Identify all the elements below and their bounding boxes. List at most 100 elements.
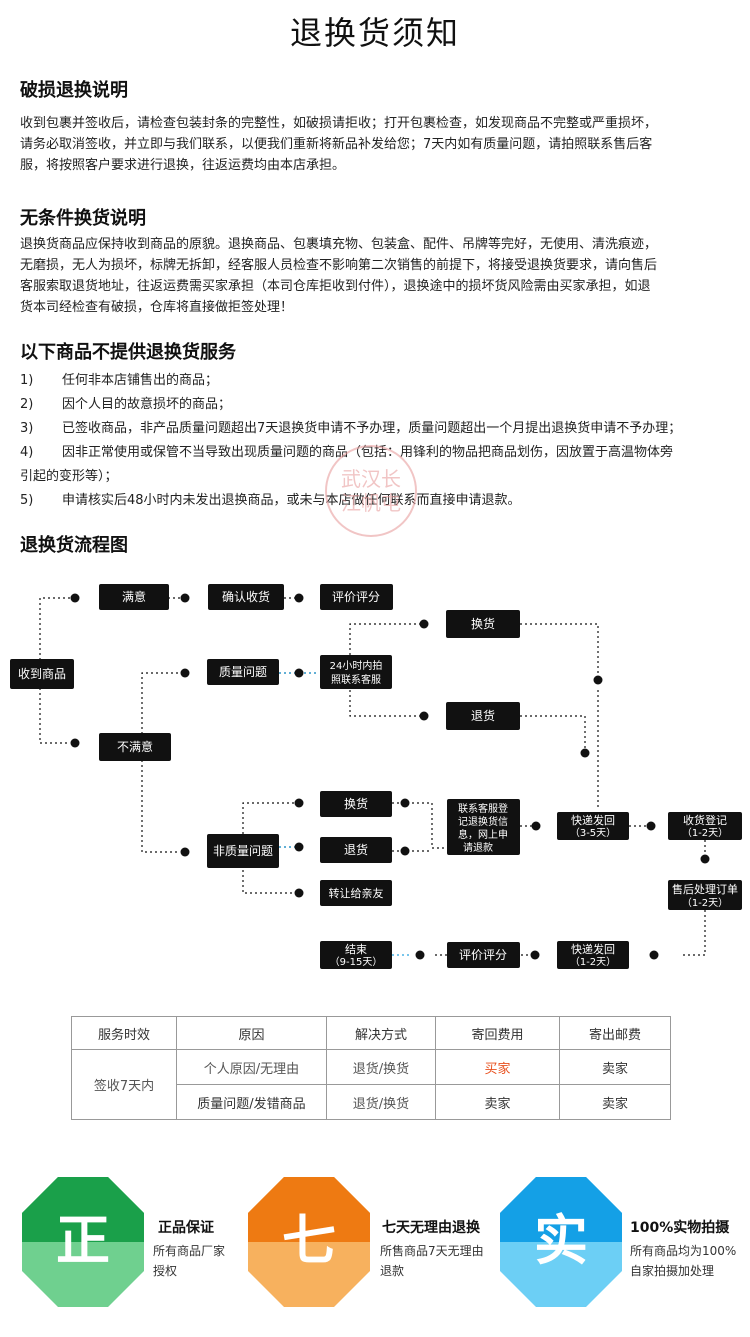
table-cell-period: 签收7天内 bbox=[71, 1049, 177, 1120]
flow-arrow-dot bbox=[580, 748, 590, 758]
section-heading-unconditional: 无条件换货说明 bbox=[20, 208, 146, 229]
flow-arrow-dot bbox=[700, 854, 710, 864]
badge-real-photo-icon: 实 bbox=[500, 1177, 622, 1307]
flow-box-received bbox=[10, 659, 74, 689]
flow-label: 换货 bbox=[344, 796, 368, 811]
flow-arrow-dot bbox=[530, 950, 540, 960]
table-cell: 退货/换货 bbox=[326, 1084, 436, 1120]
table-header: 服务时效 bbox=[71, 1016, 177, 1050]
flow-label: 结束 bbox=[345, 943, 367, 956]
table-cell: 质量问题/发错商品 bbox=[176, 1084, 327, 1120]
table-row: 签收7天内 个人原因/无理由 退货/换货 买家 卖家 bbox=[71, 1049, 671, 1120]
flow-box-contact24 bbox=[320, 655, 392, 689]
badge-genuine-icon: 正 bbox=[22, 1177, 144, 1307]
flow-label: （9-15天） bbox=[330, 956, 383, 968]
flow-arrow-dot bbox=[294, 888, 304, 898]
flow-arrow-dot bbox=[294, 842, 304, 852]
flow-label: 确认收货 bbox=[222, 589, 270, 604]
svg-text:正: 正 bbox=[56, 1209, 110, 1272]
flow-arrow-dot bbox=[180, 593, 190, 603]
table-cell: 个人原因/无理由 bbox=[176, 1049, 327, 1085]
text-line: 货本司经检查有破损，仓库将直接做拒签处理！ bbox=[20, 300, 294, 315]
table-cell-highlight: 买家 bbox=[435, 1049, 560, 1085]
svg-text:实: 实 bbox=[534, 1209, 588, 1272]
flow-arrow-dot bbox=[419, 619, 429, 629]
flow-arrow-dot bbox=[294, 593, 304, 603]
flow-label: 质量问题 bbox=[219, 665, 267, 679]
flow-label: 退货 bbox=[471, 708, 495, 723]
flow-box-exchange1 bbox=[446, 610, 520, 638]
table-header-row: 服务时效 原因 解决方式 寄回费用 寄出邮费 bbox=[71, 1016, 671, 1050]
table-cell: 退货/换货 bbox=[326, 1049, 436, 1085]
flow-arrow-dot bbox=[531, 821, 541, 831]
flow-label: 评价评分 bbox=[332, 590, 380, 604]
flow-arrow-dot bbox=[180, 847, 190, 857]
text-line: 无磨损，无人为损坏，标牌无拆卸，经客服人员检查不影响第二次销售的前提下，将接受退… bbox=[20, 258, 658, 273]
text-line: 服，将按照客户要求进行退换，往返运费均由本店承担。 bbox=[20, 158, 346, 173]
section-heading-no-return: 以下商品不提供退换货服务 bbox=[20, 342, 236, 363]
flow-label: 转让给亲友 bbox=[329, 886, 384, 900]
flow-box-review1 bbox=[320, 584, 393, 610]
flow-label: 换货 bbox=[471, 616, 495, 631]
text-line: 收到包裹并签收后，请检查包装封条的完整性，如破损请拒收；打开包裹检查，如发现商品… bbox=[20, 116, 658, 131]
flowchart: 收到商品 满意 确认收货 评价评分 质量问题 24小时内拍 照联系客服 换货 退… bbox=[10, 584, 742, 969]
flow-label: 收到商品 bbox=[18, 666, 66, 681]
badge-title: 七天无理由退换 bbox=[382, 1220, 480, 1236]
flow-label: （1-2天） bbox=[570, 956, 616, 968]
flow-label: 24小时内拍 bbox=[330, 659, 383, 672]
flow-arrow-dot bbox=[649, 950, 659, 960]
flow-label: 售后处理订单 bbox=[672, 882, 738, 896]
flow-label: 快递发回 bbox=[571, 813, 615, 827]
svg-text:七: 七 bbox=[282, 1209, 336, 1272]
flow-arrow-dot bbox=[419, 711, 429, 721]
flow-label: 评价评分 bbox=[459, 948, 507, 962]
flow-box-quality bbox=[207, 659, 279, 685]
flow-box-review2 bbox=[447, 942, 520, 968]
flow-box-return2 bbox=[320, 837, 392, 863]
table-cell: 卖家 bbox=[559, 1049, 671, 1085]
section-damage-text: 收到包裹并签收后，请检查包装封条的完整性，如破损请拒收；打开包裹检查，如发现商品… bbox=[20, 113, 728, 176]
table-header: 寄回费用 bbox=[435, 1016, 560, 1050]
text-line: 客服索取退货地址，往返运费需买家承担（本司仓库拒收到付件），退换途中的损坏货风险… bbox=[20, 279, 651, 294]
flow-label: 息，网上申 bbox=[458, 828, 508, 841]
flow-label: 收货登记 bbox=[683, 813, 727, 827]
table-cell: 卖家 bbox=[435, 1084, 560, 1120]
badge-desc: 所售商品7天无理由退款 bbox=[380, 1244, 484, 1278]
flow-box-satisfied bbox=[99, 584, 169, 610]
flow-label: 请退款 bbox=[463, 841, 493, 854]
flow-box-return1 bbox=[446, 702, 520, 730]
list-item: 3)已签收商品，非产品质量问题超出7天退换货申请不予办理，质量问题超出一个月提出… bbox=[20, 421, 682, 436]
flow-arrow-dot bbox=[294, 798, 304, 808]
table-cell: 卖家 bbox=[559, 1084, 671, 1120]
badge-seven-days-icon: 七 bbox=[248, 1177, 370, 1307]
flow-label: 退货 bbox=[344, 842, 368, 857]
flow-label: 不满意 bbox=[117, 739, 153, 754]
flow-label: 联系客服登 bbox=[458, 802, 508, 815]
flow-label: （1-2天） bbox=[682, 827, 728, 839]
list-item: 2)因个人目的故意损坏的商品； bbox=[20, 397, 232, 412]
flow-label: 非质量问题 bbox=[213, 844, 273, 858]
list-item: 1)任何非本店铺售出的商品； bbox=[20, 373, 219, 388]
flow-box-after-sale bbox=[668, 880, 742, 910]
flow-arrow-dot bbox=[646, 821, 656, 831]
flow-arrow-dot bbox=[294, 668, 304, 678]
flow-box-express-send bbox=[557, 941, 629, 969]
flow-arrow-dot bbox=[400, 846, 410, 856]
flow-box-unsatisfied bbox=[99, 733, 171, 761]
table-header: 解决方式 bbox=[326, 1016, 436, 1050]
flow-label: （1-2天） bbox=[682, 897, 728, 909]
table-header: 寄出邮费 bbox=[559, 1016, 671, 1050]
table-header: 原因 bbox=[176, 1016, 327, 1050]
flow-label: 照联系客服 bbox=[331, 673, 381, 686]
flow-box-contact bbox=[447, 799, 520, 855]
flow-box-confirm bbox=[208, 584, 284, 610]
page-title: 退换货须知 bbox=[289, 14, 460, 52]
flow-arrow-dot bbox=[70, 738, 80, 748]
badge-title: 正品保证 bbox=[158, 1220, 214, 1236]
flow-arrow-dot bbox=[593, 675, 603, 685]
flow-arrow-dot bbox=[70, 593, 80, 603]
flow-label: 满意 bbox=[122, 589, 146, 604]
text-line: 退换货商品应保持收到商品的原貌。退换商品、包裹填充物、包装盒、配件、吊牌等完好，… bbox=[20, 237, 658, 252]
section-heading-damage: 破损退换说明 bbox=[20, 80, 128, 101]
flow-label: （3-5天） bbox=[570, 827, 616, 839]
